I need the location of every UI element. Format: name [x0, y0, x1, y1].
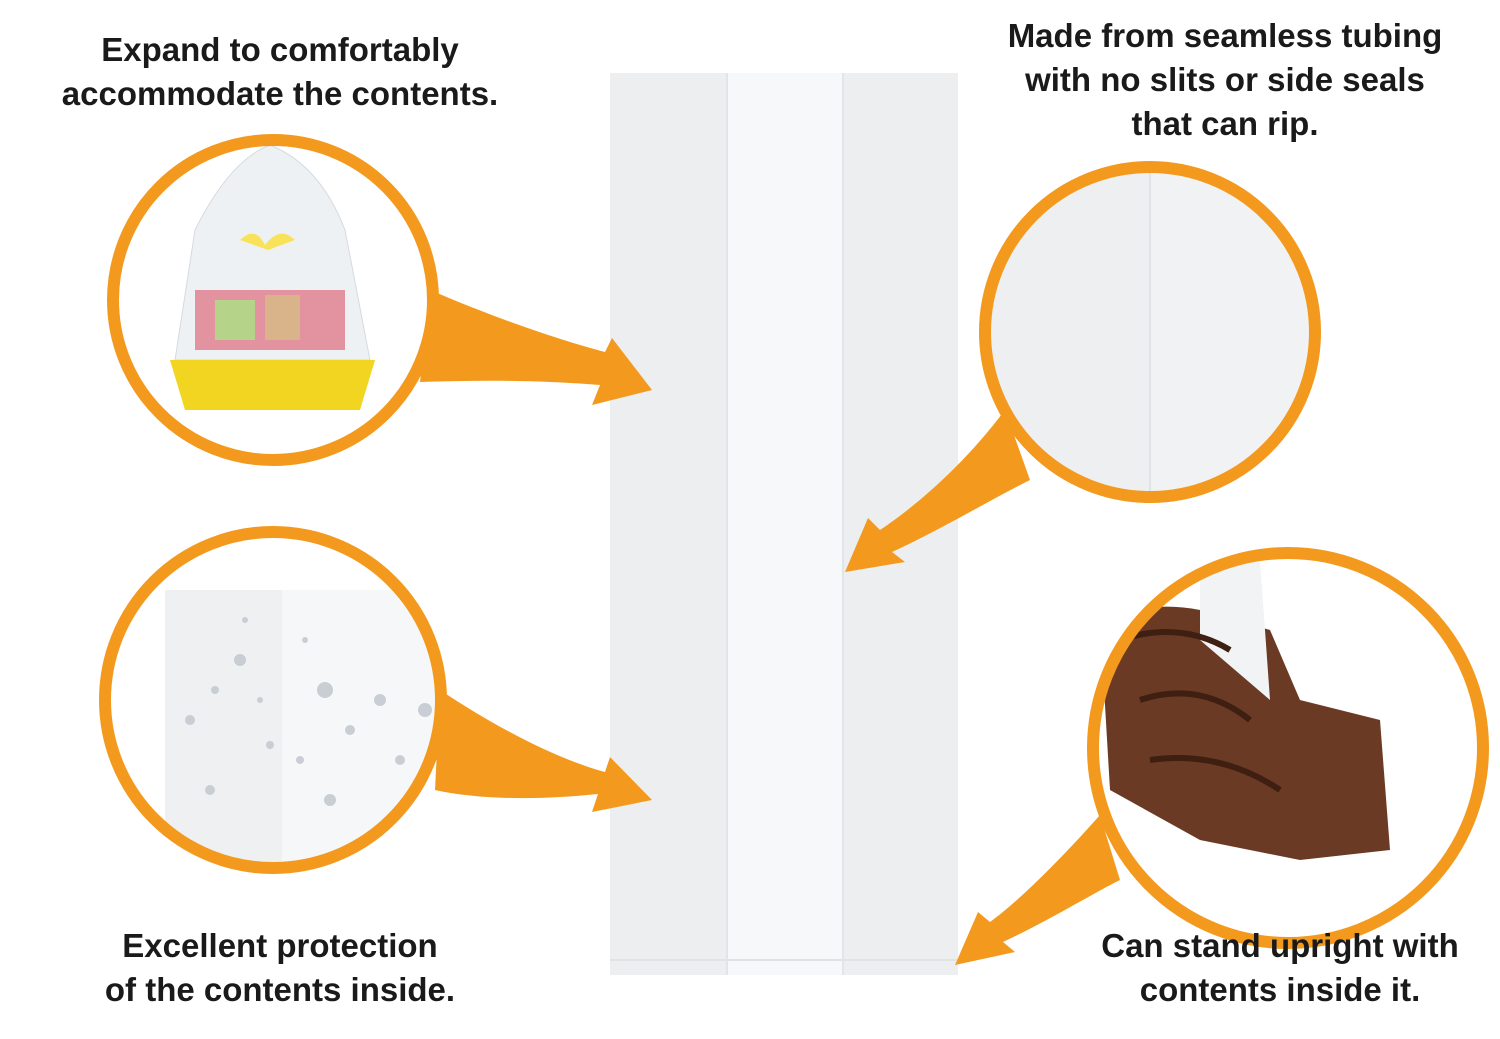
arrow-top-right: [845, 410, 1030, 572]
caption-line: contents inside it.: [1139, 971, 1421, 1008]
caption-line: of the contents inside.: [104, 971, 456, 1008]
arrow-bottom-right: [955, 815, 1120, 965]
arrow-bottom-left: [435, 690, 652, 812]
caption-stand-upright: Can stand upright with contents inside i…: [1030, 924, 1500, 1012]
caption-protection: Excellent protection of the contents ins…: [20, 924, 540, 1012]
inset-water-droplets: [99, 526, 447, 874]
caption-line: Excellent protection: [122, 927, 438, 964]
caption-line: Expand to comfortably: [101, 31, 459, 68]
caption-line: with no slits or side seals: [1025, 61, 1425, 98]
pointer-arrows: [420, 290, 1120, 965]
caption-expand: Expand to comfortably accommodate the co…: [20, 28, 540, 116]
caption-seamless: Made from seamless tubing with no slits …: [965, 14, 1485, 146]
caption-line: Can stand upright with: [1101, 927, 1459, 964]
inset-coffee-beans: [1087, 547, 1489, 949]
caption-line: accommodate the contents.: [61, 75, 499, 112]
inset-gift-basket: [107, 134, 439, 466]
arrow-top-left: [420, 290, 652, 405]
inset-seamless-tubing: [979, 161, 1321, 503]
caption-line: that can rip.: [1131, 105, 1319, 142]
caption-line: Made from seamless tubing: [1007, 17, 1443, 54]
